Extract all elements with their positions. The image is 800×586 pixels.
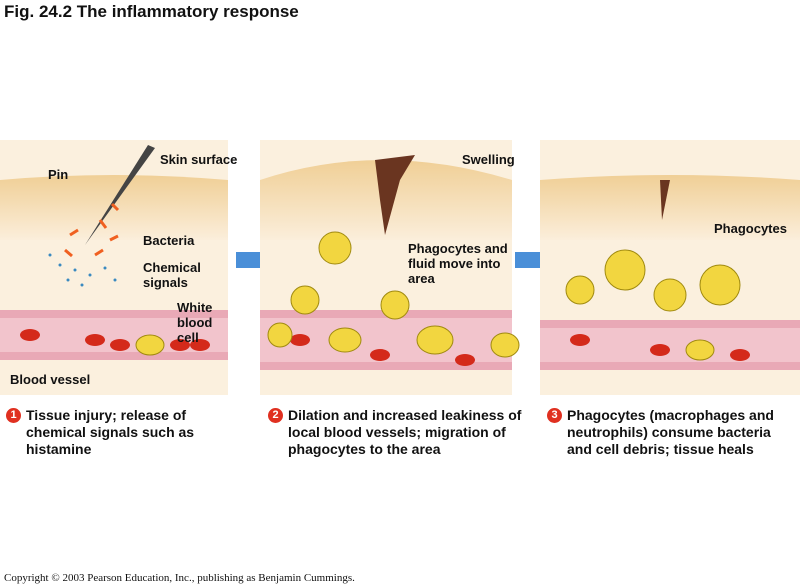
label-bacteria: Bacteria [143, 233, 195, 248]
label-phagocytes-fluid: Phagocytes and fluid move into area [408, 241, 508, 286]
bacteria [64, 202, 120, 258]
red-blood-cells [20, 329, 210, 351]
panel-1 [0, 140, 228, 395]
label-skin-surface: Skin surface [160, 152, 238, 167]
phagocytes [267, 231, 520, 358]
label-pin: Pin [48, 167, 69, 182]
panel-3 [540, 140, 800, 395]
white-blood-cell [135, 334, 165, 356]
label-chemical-signals: Chemical signals [143, 260, 201, 290]
phagocytes [565, 249, 741, 361]
label-swelling: Swelling [462, 152, 515, 167]
figure-title: Fig. 24.2 The inflammatory response [4, 2, 299, 21]
label-phagocytes: Phagocytes [714, 221, 787, 236]
chemical-signals [48, 253, 117, 287]
copyright: Copyright © 2003 Pearson Education, Inc.… [4, 572, 355, 584]
panel-2 [260, 140, 520, 395]
label-blood-vessel: Blood vessel [10, 372, 91, 387]
diagram-panels [0, 140, 800, 395]
wound [375, 155, 415, 235]
pin [85, 145, 155, 245]
label-white-blood-cell: White blood cell [177, 300, 213, 345]
